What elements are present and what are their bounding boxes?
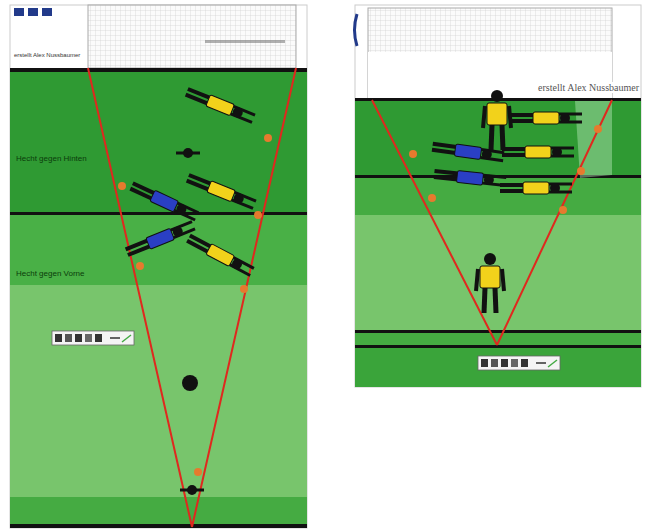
left-panel (10, 5, 307, 528)
author-note: erstellt Alex Nussbaumer (538, 82, 639, 93)
zone-label: Hecht gegen Hinten (16, 155, 87, 164)
author-note: erstellt Alex Nussbaumer (14, 52, 80, 59)
ball (118, 134, 272, 476)
zone-label: Hecht gegen Vorne (16, 270, 85, 279)
right-panel (355, 5, 642, 387)
ball (409, 125, 602, 214)
